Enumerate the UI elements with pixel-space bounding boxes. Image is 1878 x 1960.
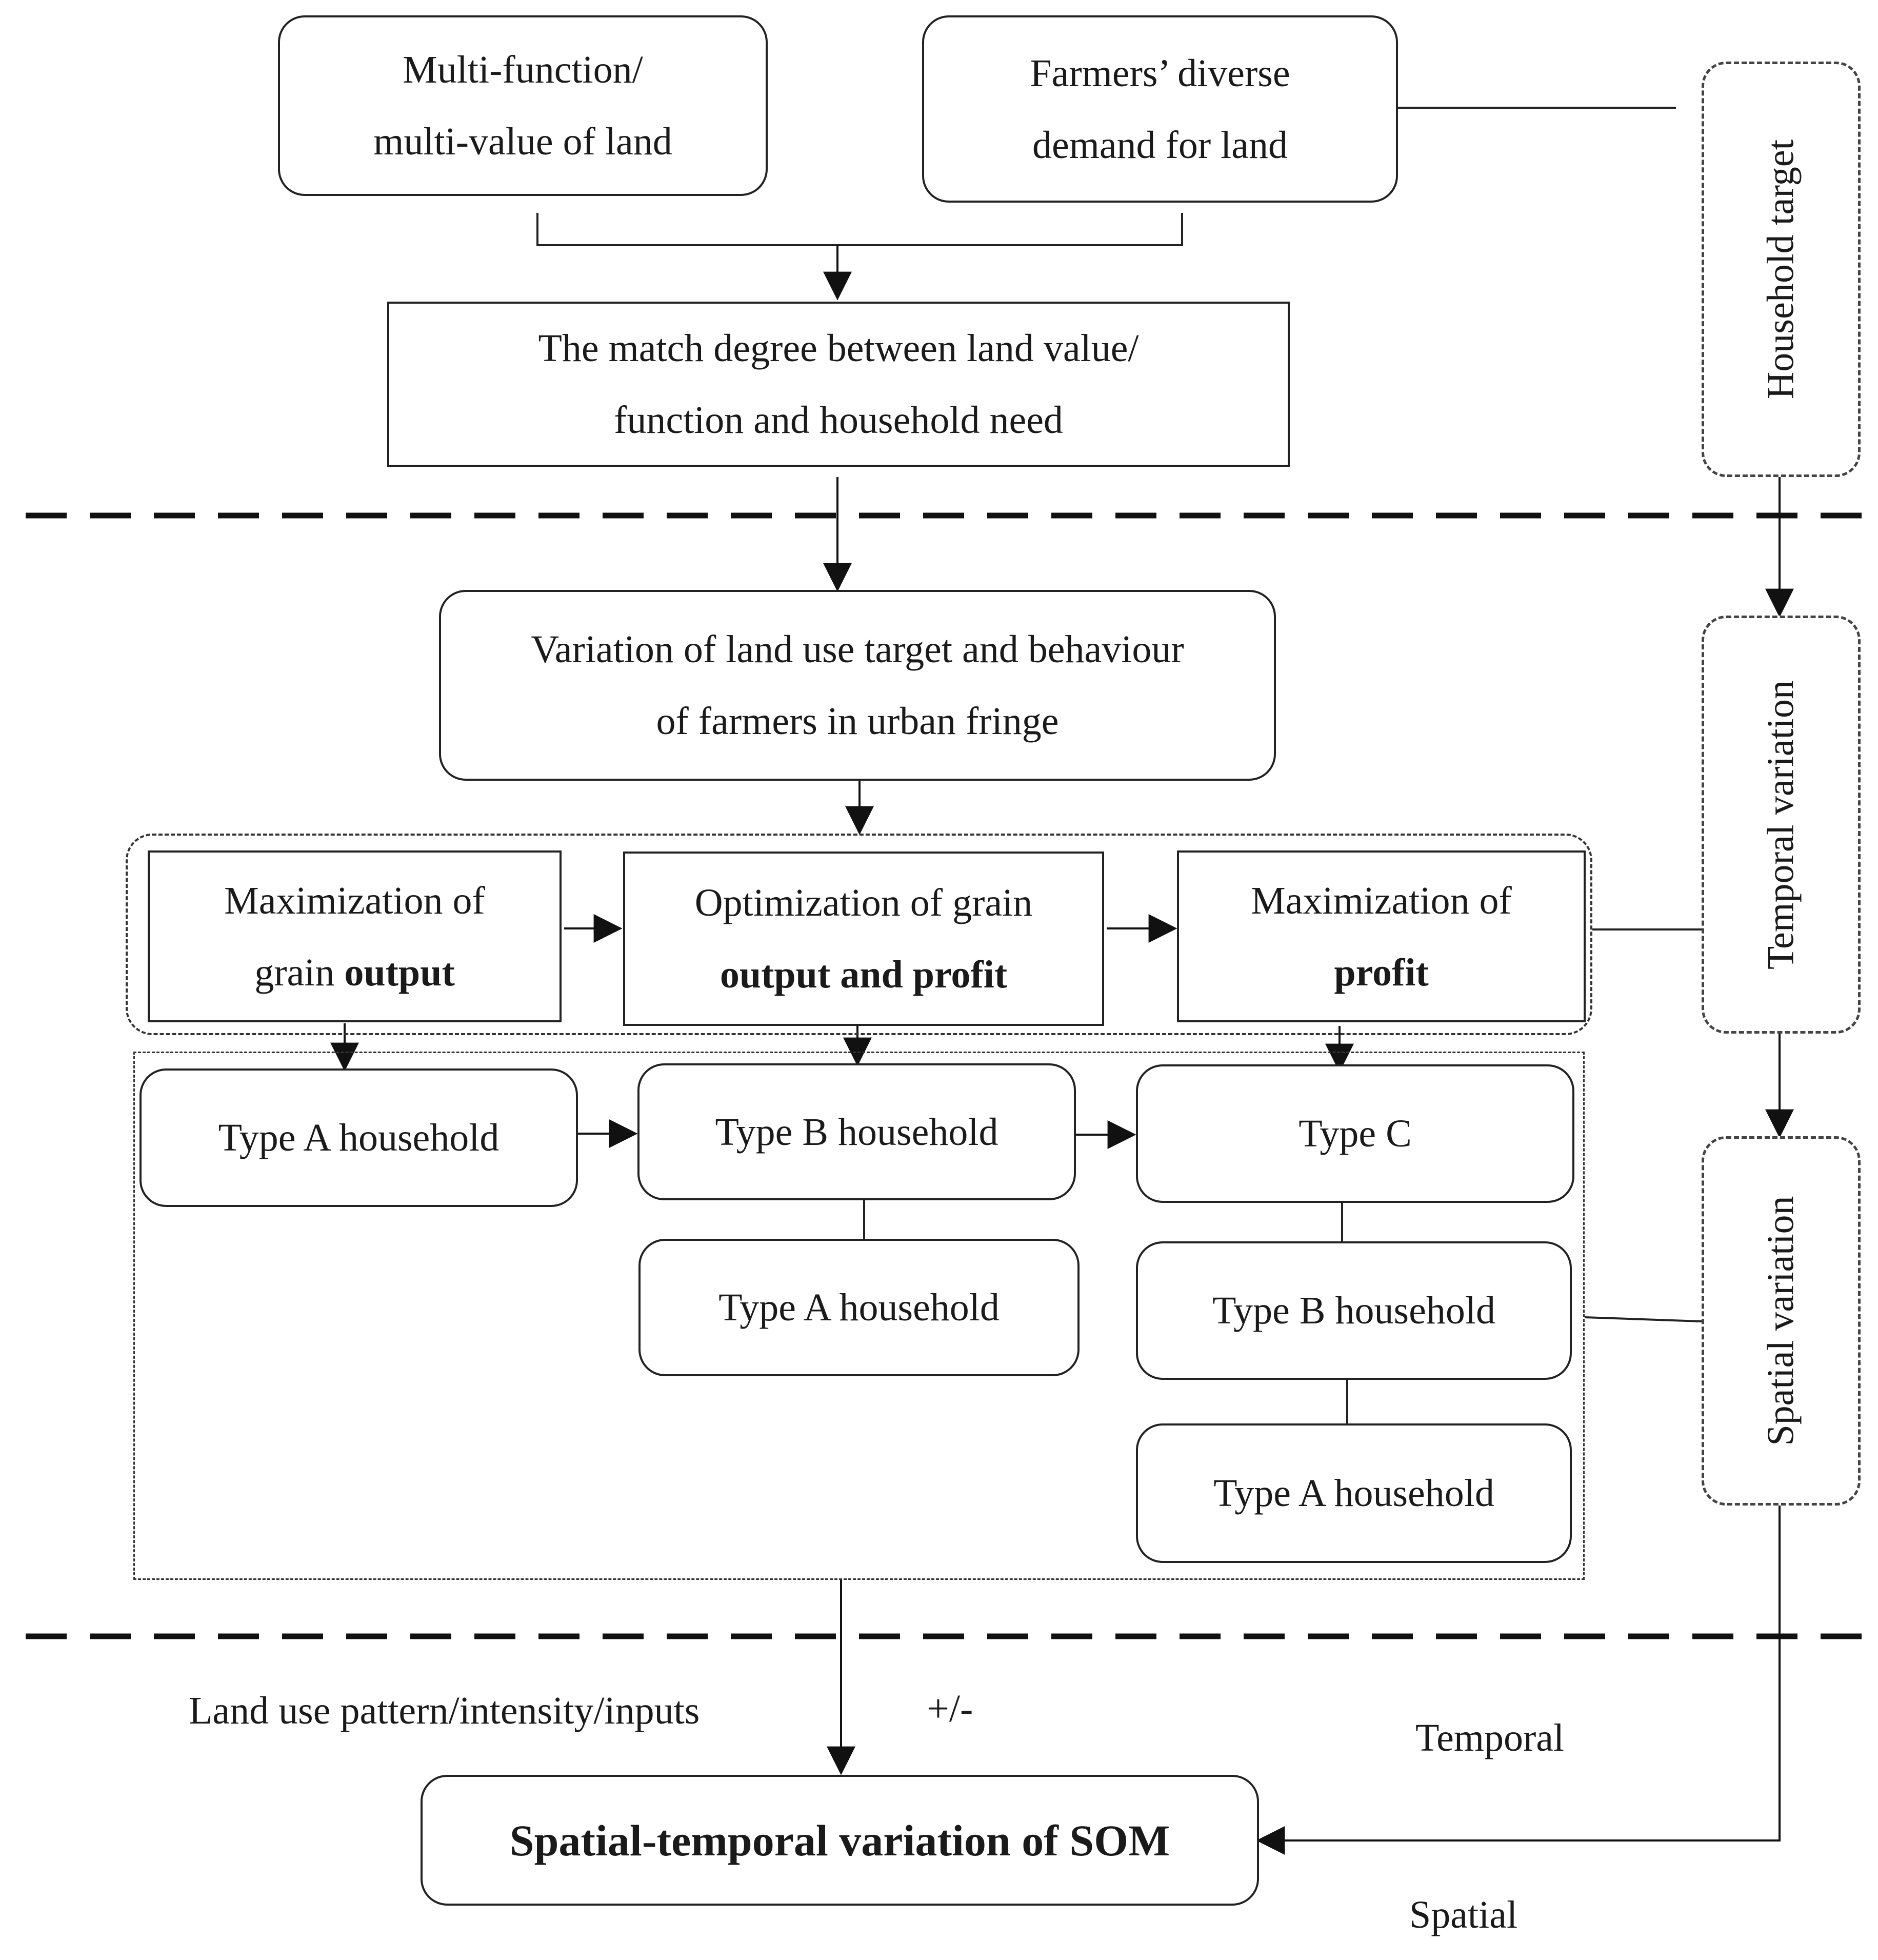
opt-grain-profit-box: Optimization of grain output and profit xyxy=(623,852,1104,1026)
temporal-variation-box: Temporal variation xyxy=(1702,616,1861,1034)
merge-connector xyxy=(536,213,1183,246)
type-a-household-label: Type A household xyxy=(718,1286,1000,1329)
multi-function-line-1: Multi-function/ xyxy=(403,48,643,91)
type-b-household-label: Type B household xyxy=(715,1110,998,1154)
type-c-label: Type C xyxy=(1298,1112,1412,1155)
plus-minus-label: +/- xyxy=(927,1687,973,1730)
match-degree-line-2: function and household need xyxy=(614,399,1063,442)
variation-box: Variation of land use target and behavio… xyxy=(439,590,1276,781)
farmers-demand-line-1: Farmers’ diverse xyxy=(1030,51,1290,95)
type-a-household-middle: Type A household xyxy=(638,1239,1080,1376)
multi-function-line-2: multi-value of land xyxy=(373,120,672,163)
type-a-household-left: Type A household xyxy=(139,1068,578,1207)
opt-grain-line-1: Optimization of grain xyxy=(694,881,1033,924)
farmers-demand-line-2: demand for land xyxy=(1032,123,1288,167)
arrow-spatial-to-som xyxy=(1256,1506,1781,1855)
land-use-label: Land use pattern/intensity/inputs xyxy=(189,1689,700,1732)
targets-group xyxy=(126,834,1592,1035)
match-degree-box: The match degree between land value/ fun… xyxy=(387,302,1290,467)
type-b-household-middle: Type B household xyxy=(637,1063,1076,1200)
max-grain-line-1: Maximization of xyxy=(224,879,485,922)
max-grain-output-box: Maximization of grain output xyxy=(148,850,562,1022)
household-target-label: Household target xyxy=(1760,139,1802,400)
max-profit-line-2: profit xyxy=(1334,951,1429,994)
som-box: Spatial-temporal variation of SOM xyxy=(421,1775,1259,1906)
max-profit-line-1: Maximization of xyxy=(1251,879,1512,922)
som-label: Spatial-temporal variation of SOM xyxy=(509,1815,1170,1865)
temporal-label: Temporal xyxy=(1415,1716,1565,1759)
spatial-label: Spatial xyxy=(1409,1893,1518,1936)
max-profit-box: Maximization of profit xyxy=(1177,850,1586,1022)
spatial-variation-box: Spatial variation xyxy=(1702,1136,1861,1506)
type-c-box: Type C xyxy=(1136,1064,1574,1203)
farmers-demand-box: Farmers’ diverse demand for land xyxy=(922,15,1398,203)
households-group xyxy=(133,1052,1585,1580)
match-degree-line-1: The match degree between land value/ xyxy=(538,327,1139,370)
type-a-household-right: Type A household xyxy=(1136,1423,1572,1563)
max-grain-line-2: grain output xyxy=(254,951,455,994)
type-a-household-label: Type A household xyxy=(218,1116,500,1159)
type-b-household-label: Type B household xyxy=(1212,1289,1495,1332)
type-b-household-right: Type B household xyxy=(1136,1241,1572,1380)
variation-line-1: Variation of land use target and behavio… xyxy=(531,628,1184,671)
multi-function-box: Multi-function/ multi-value of land xyxy=(278,15,768,196)
opt-grain-line-2: output and profit xyxy=(720,953,1008,996)
type-a-household-label: Type A household xyxy=(1213,1472,1494,1515)
temporal-variation-label: Temporal variation xyxy=(1760,680,1802,969)
household-target-box: Household target xyxy=(1702,62,1861,477)
variation-line-2: of farmers in urban fringe xyxy=(656,700,1059,743)
spatial-variation-label: Spatial variation xyxy=(1760,1196,1802,1446)
line-households-to-spatial xyxy=(1584,1316,1702,1322)
